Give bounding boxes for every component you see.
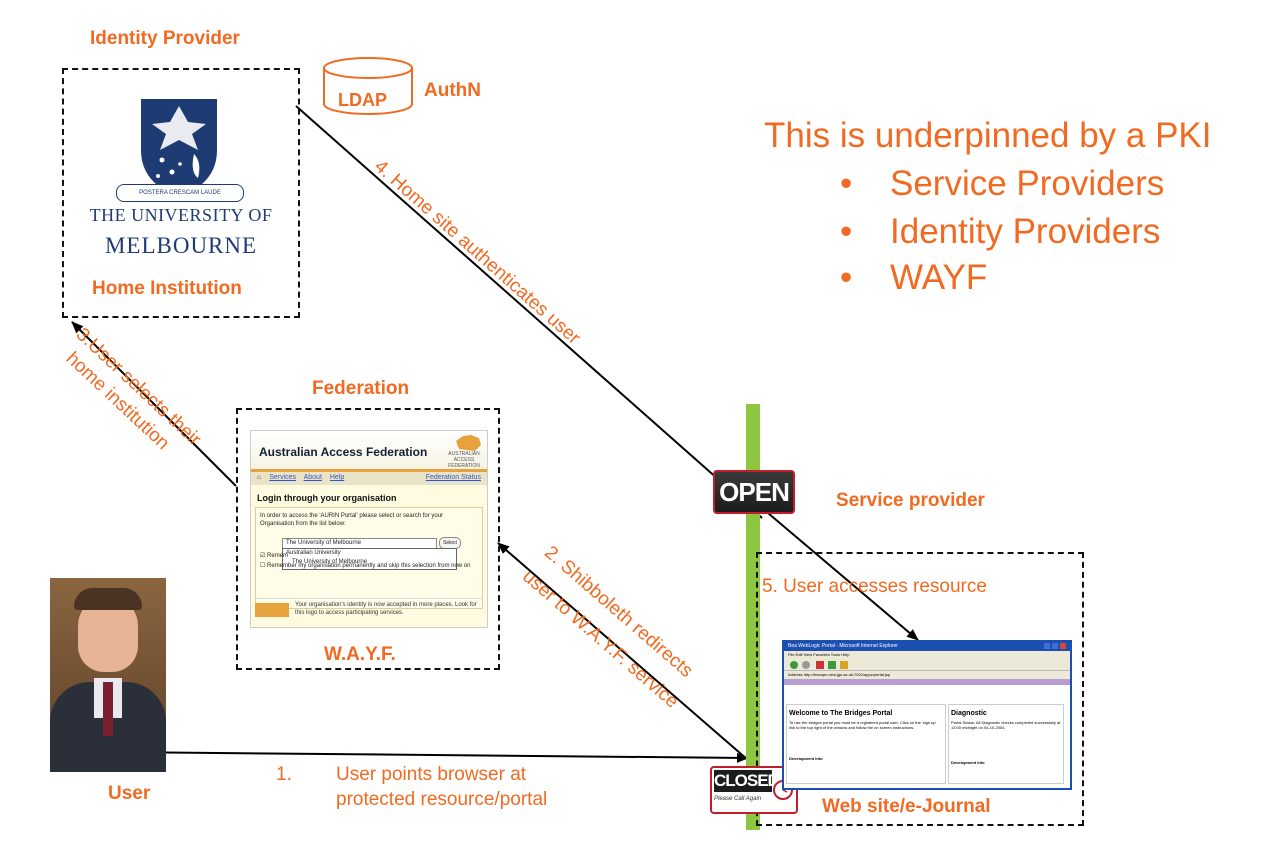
federation-title: Federation bbox=[312, 378, 410, 399]
pki-bullet-2-mark: • bbox=[840, 212, 853, 251]
portal-right-text: Portal Status: All Diagnostic checks com… bbox=[951, 720, 1061, 730]
aaf-federation-status[interactable]: Federation Status bbox=[425, 474, 481, 481]
pki-bullet-1-mark: • bbox=[840, 164, 853, 203]
arrow-to-resource bbox=[761, 507, 919, 641]
portal-left-heading: Welcome to The Bridges Portal bbox=[789, 710, 893, 717]
pki-heading: This is underpinned by a PKI bbox=[764, 116, 1212, 155]
aaf-login-panel: In order to access the 'AURIN Portal' pl… bbox=[255, 507, 483, 609]
portal-titlebar: Bea WebLogic Portal - Microsoft Internet… bbox=[784, 642, 1070, 651]
back-icon[interactable] bbox=[790, 661, 798, 669]
pki-bullet-1: Service Providers bbox=[890, 164, 1165, 203]
forward-icon[interactable] bbox=[802, 661, 810, 669]
arrow-to-wayf bbox=[497, 542, 749, 761]
uni-name-line2: MELBOURNE bbox=[104, 233, 258, 258]
portal-left-text: To use the bridges portal you must be a … bbox=[789, 720, 937, 730]
aaf-nav: ⌂ Services About Help Federation Status bbox=[251, 472, 487, 485]
aaf-login-heading: Login through your organisation bbox=[257, 493, 397, 503]
pki-bullet-3-mark: • bbox=[840, 258, 853, 297]
aaf-footer-text: Your organisation's identity is now acce… bbox=[295, 602, 477, 616]
closed-sign-sub: Please Call Again bbox=[714, 796, 762, 802]
aaf-nav-about[interactable]: About bbox=[303, 474, 322, 481]
maximize-icon[interactable] bbox=[1052, 643, 1058, 649]
aaf-brand: AUSTRALIAN ACCESS FEDERATION bbox=[448, 451, 480, 469]
step1-line1: User points browser at bbox=[336, 764, 527, 785]
home-toolbar-icon[interactable] bbox=[840, 661, 848, 669]
wayf-label: W.A.Y.F. bbox=[324, 644, 396, 665]
ldap-cylinder bbox=[323, 57, 413, 115]
organisation-dropdown[interactable]: Australian University The University of … bbox=[282, 548, 457, 570]
uni-name-line1: THE UNIVERSITY OF bbox=[89, 205, 273, 225]
arrow-user-to-portal bbox=[109, 751, 749, 763]
step1-line2: protected resource/portal bbox=[336, 789, 548, 810]
remember-checkbox-2[interactable]: ☐ Remember my organisation permanently a… bbox=[260, 563, 471, 569]
portal-right-column: Diagnostic Portal Status: All Diagnostic… bbox=[948, 704, 1064, 784]
portal-right-heading: Diagnostic bbox=[951, 710, 987, 717]
aaf-nav-help[interactable]: Help bbox=[329, 474, 345, 481]
web-journal-label: Web site/e-Journal bbox=[822, 796, 991, 817]
remember-checkbox-1[interactable]: ☑ Remem bbox=[260, 553, 289, 559]
arrow-idp-to-sp bbox=[295, 105, 763, 519]
aaf-footer: Your organisation's identity is now acce… bbox=[255, 598, 483, 623]
aaf-header: Australian Access Federation bbox=[259, 445, 428, 459]
portal-screenshot: Bea WebLogic Portal - Microsoft Internet… bbox=[782, 640, 1072, 790]
home-institution-label: Home Institution bbox=[92, 278, 242, 299]
refresh-icon[interactable] bbox=[828, 661, 836, 669]
user-tie bbox=[103, 682, 113, 736]
idp-box bbox=[62, 68, 300, 318]
user-hair bbox=[74, 588, 142, 610]
minimize-icon[interactable] bbox=[1044, 643, 1050, 649]
university-crest-icon bbox=[139, 97, 219, 200]
window-controls bbox=[1044, 643, 1068, 649]
option-australian-university[interactable]: Australian University bbox=[286, 550, 341, 556]
aaf-screenshot: Australian Access Federation AUSTRALIAN … bbox=[250, 430, 488, 628]
authn-label: AuthN bbox=[424, 80, 481, 101]
close-icon[interactable] bbox=[1060, 643, 1066, 649]
portal-address-bar[interactable]: Address http://bvcwpn-new.jgo.ac.uk:7001… bbox=[784, 671, 1070, 679]
user-photo bbox=[50, 578, 166, 772]
option-university-melbourne[interactable]: The University of Melbourne bbox=[292, 559, 368, 565]
pki-bullet-3: WAYF bbox=[890, 258, 988, 297]
portal-menu: File Edit View Favorites Tools Help bbox=[784, 651, 1070, 658]
closed-sign: CLOSED Please Call Again bbox=[710, 766, 798, 814]
aaf-intro: In order to access the 'AURIN Portal' pl… bbox=[260, 513, 444, 527]
aaf-logo-icon bbox=[255, 603, 289, 617]
portal-tabs bbox=[784, 685, 1070, 691]
pki-bullet-2: Identity Providers bbox=[890, 212, 1161, 251]
portal-dev-info-left: Development Info bbox=[789, 756, 823, 761]
service-provider-title: Service provider bbox=[836, 490, 985, 511]
arrow-to-idp bbox=[71, 321, 237, 487]
portal-header-band bbox=[784, 679, 1070, 685]
home-icon: ⌂ bbox=[257, 474, 262, 481]
wayf-box bbox=[236, 408, 500, 670]
aaf-nav-services[interactable]: Services bbox=[269, 474, 297, 481]
closed-sign-text: CLOSED bbox=[714, 770, 780, 792]
open-sign: OPEN bbox=[713, 470, 795, 514]
step1-number: 1. bbox=[276, 764, 292, 785]
crest-motto-banner: POSTERA CRESCAM LAUDE bbox=[116, 184, 244, 202]
idp-title: Identity Provider bbox=[90, 28, 240, 49]
ldap-label: LDAP bbox=[338, 90, 387, 110]
portal-left-column: Welcome to The Bridges Portal To use the… bbox=[786, 704, 946, 784]
sp-box bbox=[756, 552, 1084, 826]
user-label: User bbox=[108, 783, 151, 804]
stop-icon[interactable] bbox=[816, 661, 824, 669]
step5-label: 5. User accesses resource bbox=[762, 576, 987, 597]
australia-map-icon bbox=[456, 435, 481, 451]
portal-dev-info-right: Development Info bbox=[951, 760, 985, 765]
portal-toolbar bbox=[784, 658, 1070, 671]
